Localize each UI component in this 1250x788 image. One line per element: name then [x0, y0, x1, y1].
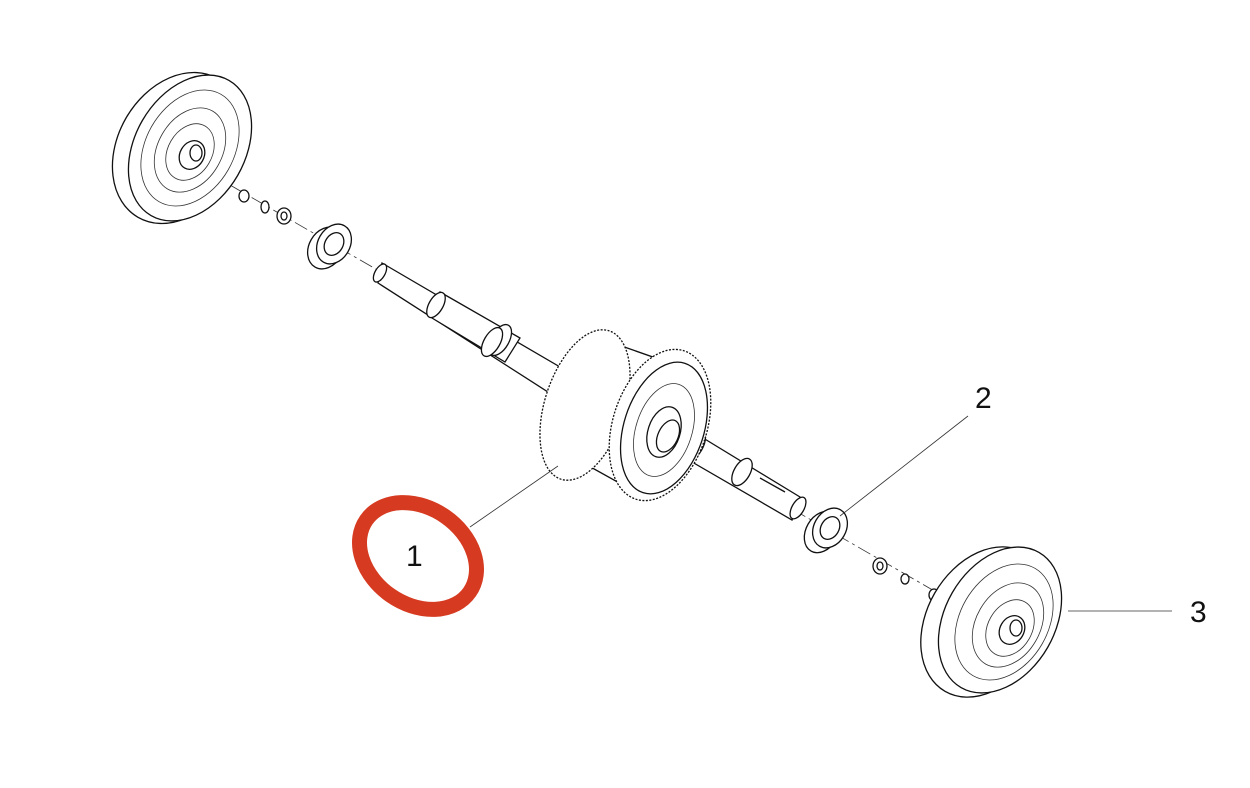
- right-wheel: [920, 546, 1063, 698]
- left-bearing: [306, 223, 353, 270]
- leader-line-1: [469, 465, 559, 528]
- callout-3[interactable]: 3: [1190, 596, 1207, 629]
- right-bearing: [803, 507, 849, 554]
- highlight-ring: [352, 495, 484, 617]
- left-washers: [238, 189, 292, 225]
- left-wheel: [111, 71, 253, 225]
- axis-centerline: [229, 184, 951, 601]
- leader-line-2: [839, 415, 969, 517]
- gear-roller: [539, 329, 712, 502]
- callout-1[interactable]: 1: [406, 540, 423, 573]
- callout-2[interactable]: 2: [975, 382, 992, 415]
- right-washers: [872, 557, 940, 602]
